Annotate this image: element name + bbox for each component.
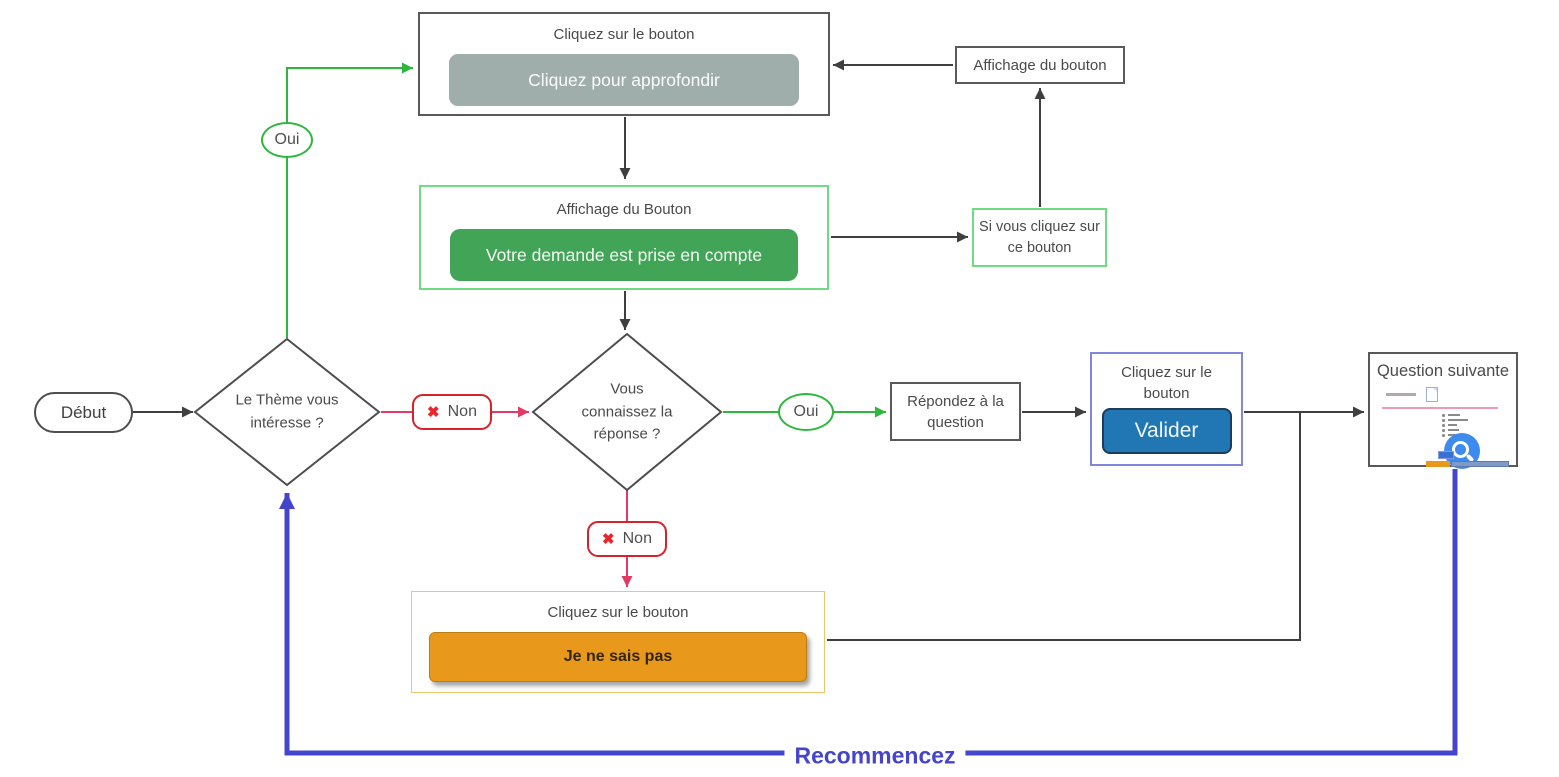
decision-theme-shape xyxy=(193,338,381,486)
mini-question-text xyxy=(1386,393,1416,397)
recommencez-label: Recommencez xyxy=(784,742,966,770)
si-cliquez-box: Si vous cliquez sur ce bouton xyxy=(972,208,1107,267)
decision-theme-label: Le Thème vous intéresse ? xyxy=(235,391,339,432)
repondez-box: Répondez à la question xyxy=(890,382,1021,441)
edge-saispas-join xyxy=(827,412,1301,641)
mini-list-item xyxy=(1442,419,1468,422)
sais-pas-button[interactable]: Je ne sais pas xyxy=(429,632,807,682)
decision-reponse-shape xyxy=(531,333,723,491)
mini-divider xyxy=(1382,407,1498,410)
mini-list-item xyxy=(1442,429,1468,432)
valider-box-title: Cliquez sur le bouton xyxy=(1121,364,1212,402)
approfondir-box-title: Cliquez sur le bouton xyxy=(553,26,695,43)
mini-progress-bars xyxy=(1426,461,1509,468)
question-suivante-box: Question suivante xyxy=(1368,352,1518,470)
x-mark-icon: ✖ xyxy=(427,403,440,421)
oui-oval-right: Oui xyxy=(778,393,834,431)
si-cliquez-label: Si vous cliquez sur ce bouton xyxy=(979,219,1100,256)
sais-pas-box-title: Cliquez sur le bouton xyxy=(547,604,689,621)
decision-theme: Le Thème vous intéresse ? xyxy=(193,338,381,486)
oui-oval-top: Oui xyxy=(261,122,313,158)
decision-reponse-label: Vous connaissez la réponse ? xyxy=(581,380,673,443)
mini-screenshot xyxy=(1370,385,1516,470)
demande-box-title: Affichage du Bouton xyxy=(556,201,692,218)
x-mark-icon: ✖ xyxy=(602,530,615,548)
non-right-label: Non xyxy=(447,403,477,420)
mini-list-item xyxy=(1442,414,1468,417)
approfondir-button[interactable]: Cliquez pour approfondir xyxy=(449,54,799,106)
black-connectors xyxy=(133,59,1364,641)
question-suivante-title: Question suivante xyxy=(1376,362,1510,380)
mini-blue-button xyxy=(1438,451,1454,460)
approfondir-box: Cliquez sur le bouton Cliquez pour appro… xyxy=(418,12,830,116)
non-down-label: Non xyxy=(622,530,652,547)
affichage-bouton-label: Affichage du bouton xyxy=(973,56,1107,74)
sais-pas-box: Cliquez sur le bouton Je ne sais pas xyxy=(411,591,825,693)
decision-reponse: Vous connaissez la réponse ? xyxy=(531,333,723,491)
start-terminal: Début xyxy=(34,392,133,433)
document-icon xyxy=(1426,387,1438,403)
valider-box: Cliquez sur le bouton Valider xyxy=(1090,352,1243,466)
non-badge-down: ✖ Non xyxy=(587,521,667,557)
mini-list-item xyxy=(1442,424,1468,427)
non-badge-right: ✖ Non xyxy=(412,394,492,430)
demande-box: Affichage du Bouton Votre demande est pr… xyxy=(419,185,829,290)
valider-button[interactable]: Valider xyxy=(1101,408,1232,454)
edge-theme-oui-to-topbox xyxy=(286,62,413,338)
demande-button[interactable]: Votre demande est prise en compte xyxy=(450,229,798,281)
affichage-bouton-box: Affichage du bouton xyxy=(955,46,1125,84)
repondez-label: Répondez à la question xyxy=(907,392,1004,431)
